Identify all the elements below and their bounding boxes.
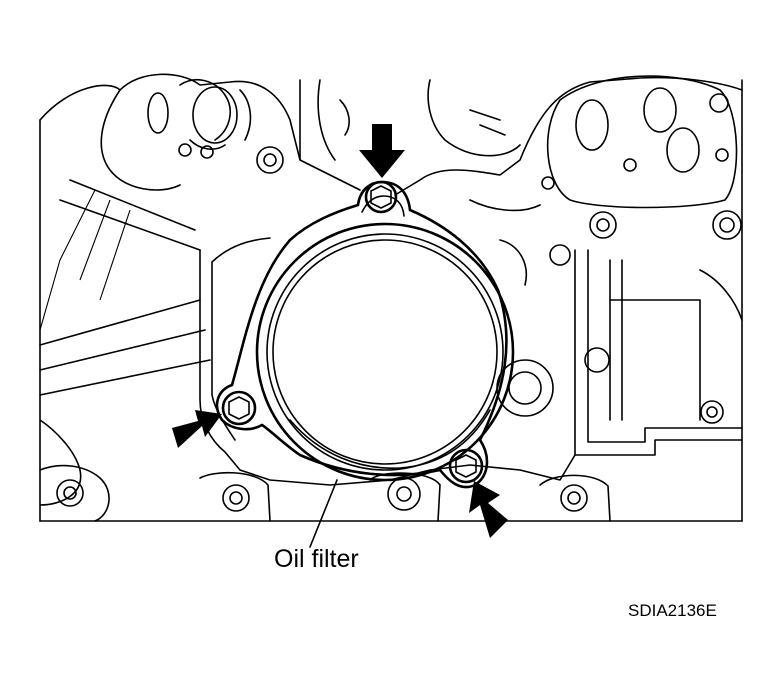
bolt-hole <box>229 491 243 505</box>
block-outline-left <box>39 119 82 522</box>
bolt-hole <box>396 486 412 502</box>
bolt-boss <box>589 211 617 239</box>
hex-bolt-icon <box>448 448 484 484</box>
bolt-hole <box>719 217 735 233</box>
bolt-boss <box>712 210 742 240</box>
gallery-plug <box>496 359 554 417</box>
arrow-icon <box>469 481 508 538</box>
bolt-hole <box>596 218 610 232</box>
hex-bolt-icon <box>221 390 257 426</box>
filter-flange-outline <box>215 180 508 489</box>
oil-gallery-2 <box>609 259 701 421</box>
filter-outer-ring <box>255 222 515 482</box>
bolt-hole <box>623 158 637 172</box>
bolt-boss <box>549 244 571 266</box>
valve-body-outline <box>546 75 738 209</box>
bolt-boss <box>222 484 250 512</box>
bolt-boss <box>387 477 421 511</box>
right-flange <box>469 199 743 321</box>
arrow-icon <box>172 410 222 448</box>
upper-web <box>299 79 350 161</box>
casting-pattern <box>179 79 252 150</box>
bolt-boss <box>700 400 724 424</box>
bolt-hole <box>706 406 718 418</box>
cover-ribs <box>39 189 131 331</box>
cover-arc-upper <box>100 89 181 191</box>
gallery-plug-inner <box>508 371 542 405</box>
oil-filter <box>215 180 515 489</box>
filter-inner-ring <box>272 239 498 465</box>
callout-leader <box>309 479 338 548</box>
bolt-hole <box>63 486 77 500</box>
oval-port <box>666 127 700 173</box>
bolt-hole <box>178 143 192 157</box>
cover-arc-lower <box>39 179 211 396</box>
figure-id: SDIA2136E <box>628 601 717 620</box>
bolt-hole <box>567 491 581 505</box>
arrow-icon <box>359 124 405 178</box>
bolt-boss <box>256 146 284 174</box>
bolt-boss <box>584 347 610 373</box>
bolt-hole <box>263 153 277 167</box>
filter-rim-shadow <box>289 409 491 469</box>
hex-bolt-icon <box>364 180 398 214</box>
oval-port <box>643 87 677 133</box>
bolt-boss <box>56 479 84 507</box>
bolt-hole <box>715 148 729 162</box>
oil-gallery <box>574 249 743 456</box>
filter-gasket-ring <box>266 233 504 471</box>
cylinder-hole <box>192 86 238 144</box>
mounting-plate <box>199 249 576 486</box>
mounting-plate-inner <box>211 237 271 441</box>
block-outline <box>39 73 743 196</box>
bolt-boss <box>560 484 588 512</box>
bolt-hole <box>200 145 214 159</box>
bolt-hole <box>541 176 555 190</box>
lower-flange <box>39 464 611 522</box>
oval-port <box>575 99 609 151</box>
cylinder-hole <box>147 92 169 134</box>
upper-right-casting <box>427 79 521 157</box>
oil-filter-label: Oil filter <box>274 545 359 573</box>
